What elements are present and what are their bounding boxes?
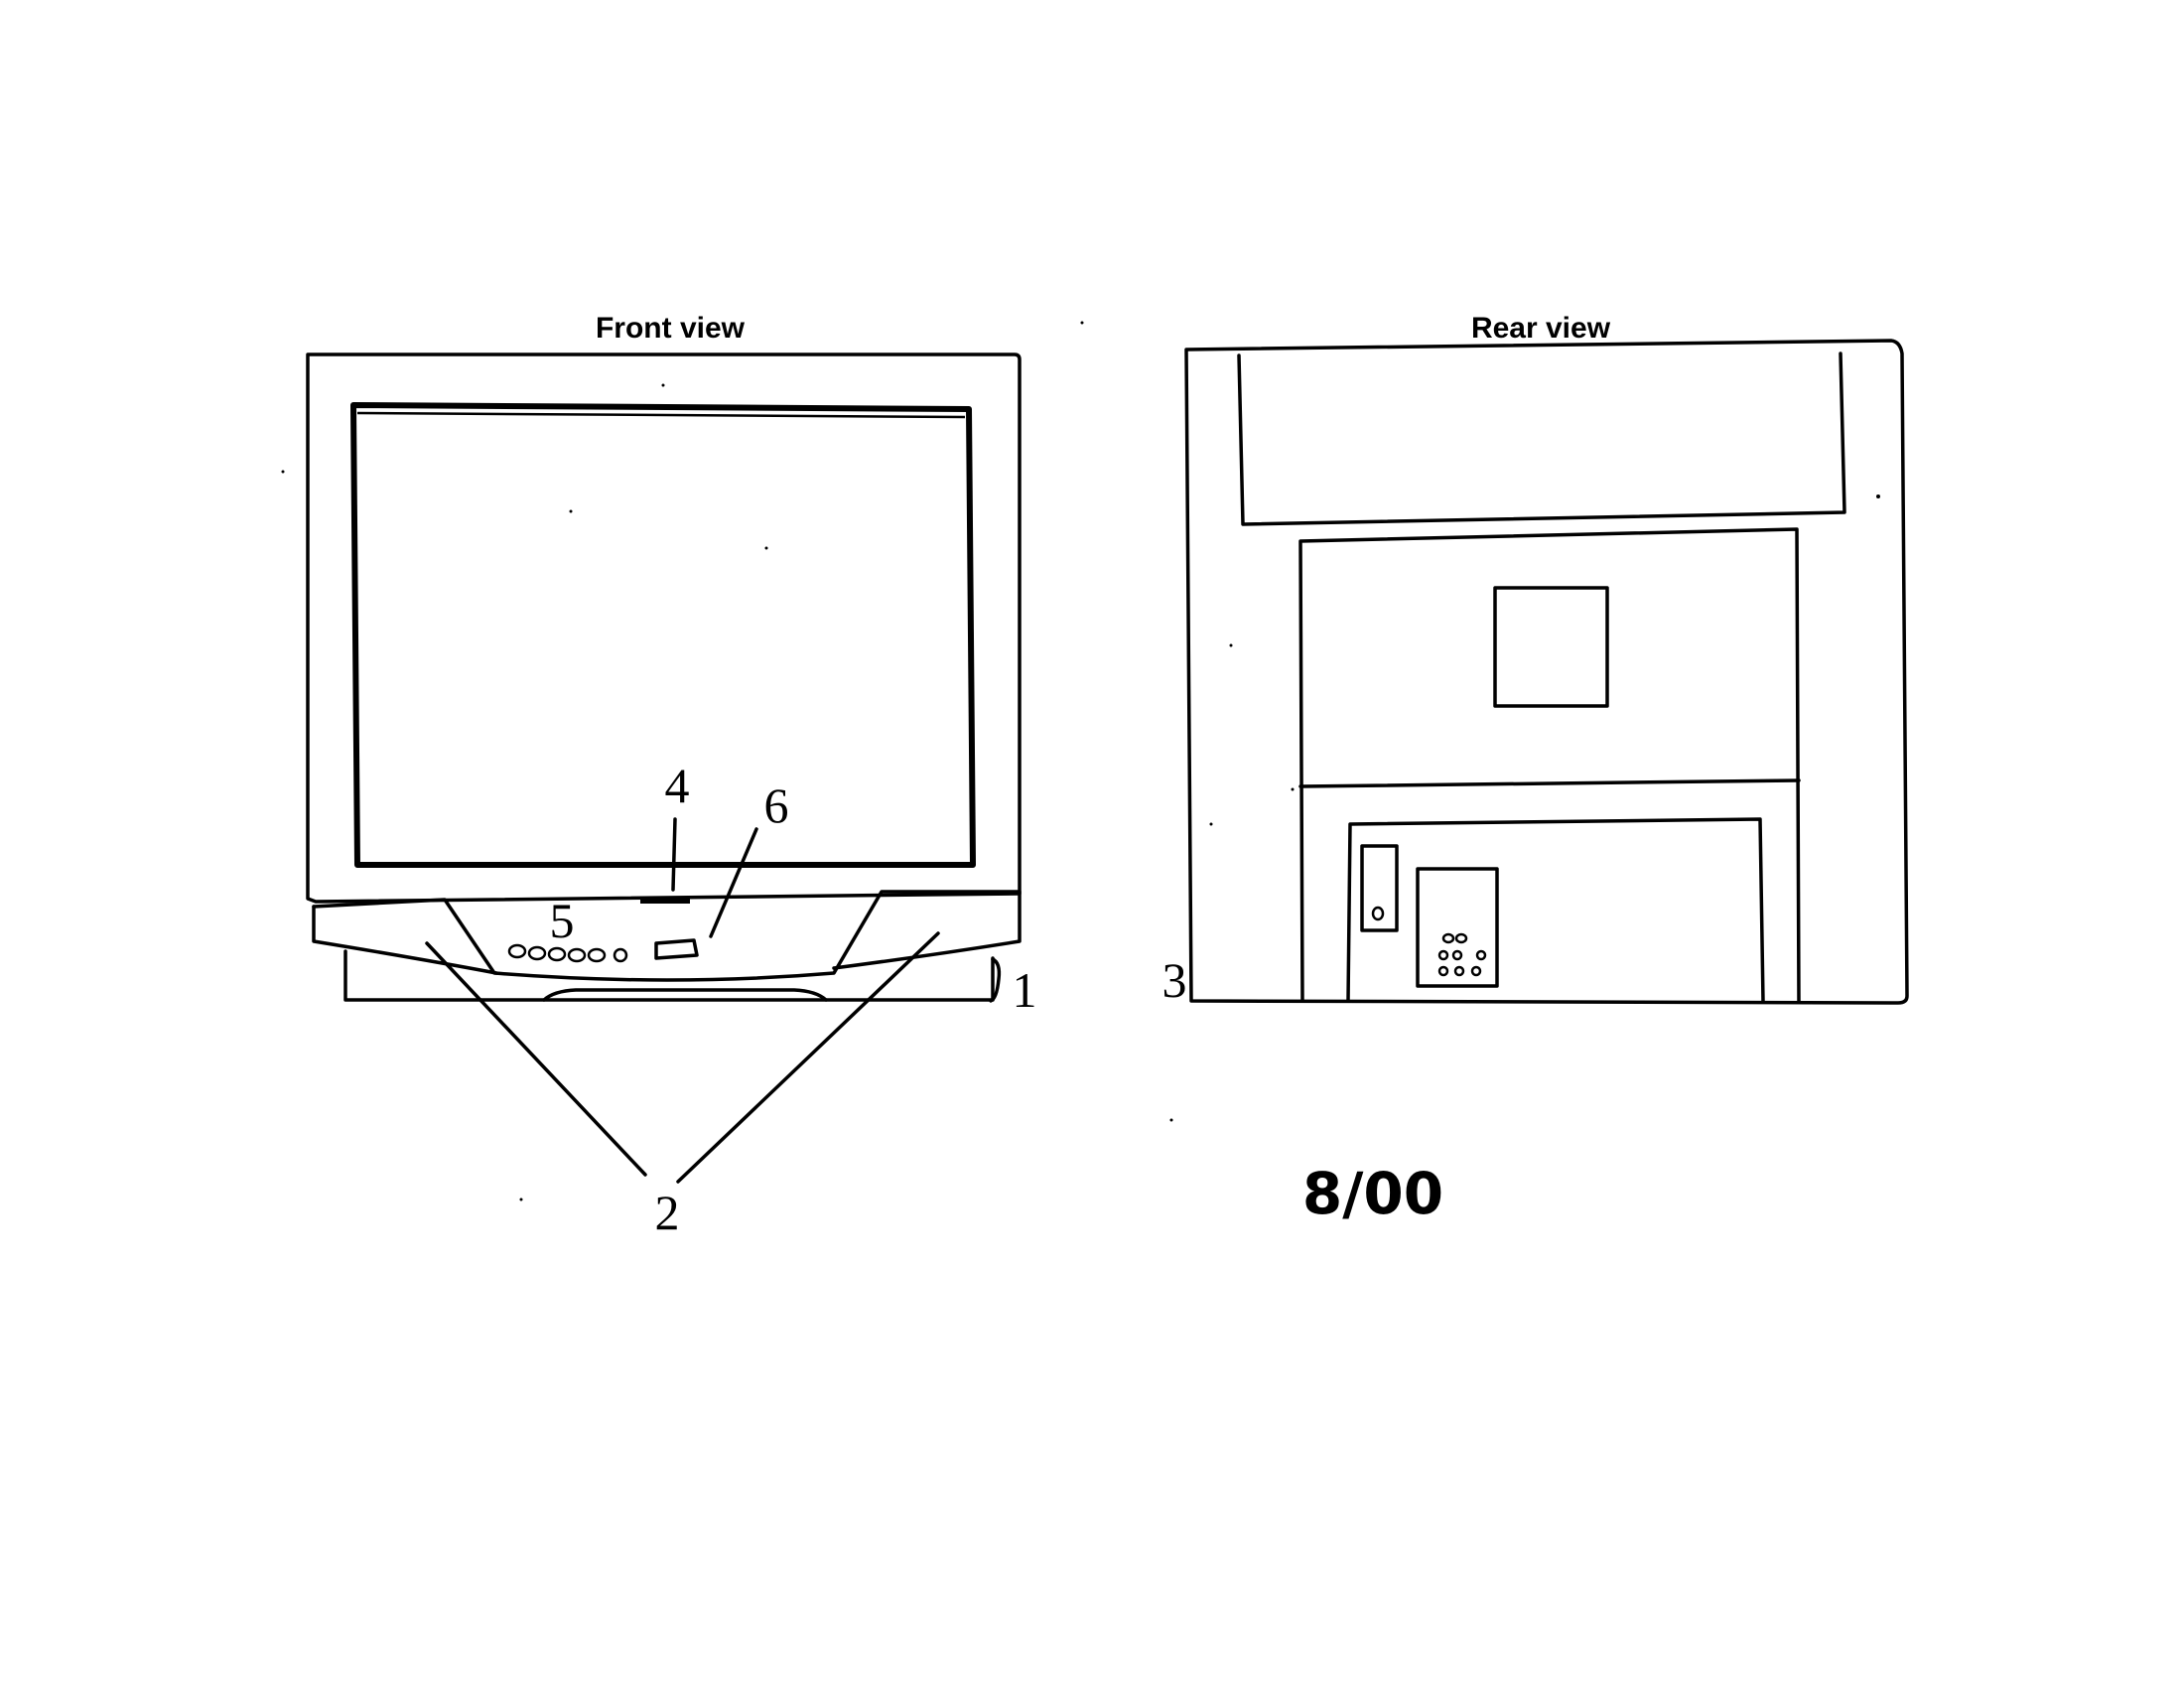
leader-line-2-left xyxy=(425,941,647,1177)
rear-view-heading: Rear view xyxy=(1471,312,1611,345)
rear-cabinet-outline xyxy=(1184,339,1909,1005)
rear-top-recess xyxy=(1237,352,1846,526)
scan-speckles xyxy=(281,321,1880,1201)
front-panel-left-bezel xyxy=(312,905,498,975)
front-base-front-lip xyxy=(542,988,828,1002)
remote-sensor-window xyxy=(654,938,699,960)
av-jack xyxy=(1470,965,1482,977)
rear-view: Rear view 3 xyxy=(1162,312,1909,1008)
callout-1: 1 xyxy=(1013,962,1037,1018)
control-button xyxy=(507,943,527,959)
leader-line-4 xyxy=(671,817,677,892)
rear-power-socket xyxy=(1371,906,1385,921)
callout-1-bracket xyxy=(989,957,1002,1003)
front-cabinet-outline xyxy=(306,352,1022,904)
av-jack xyxy=(1453,965,1465,977)
callout-5: 5 xyxy=(550,893,575,948)
rear-av-jacks xyxy=(1437,932,1487,977)
front-view: Front view 4 6 xyxy=(306,312,1037,1240)
rear-jack-panel xyxy=(1346,817,1765,1003)
leader-line-2-right xyxy=(676,931,940,1184)
av-jack xyxy=(1437,949,1449,961)
rear-av-jack-block xyxy=(1416,867,1499,988)
date-code: 8/00 xyxy=(1302,1160,1443,1227)
control-button xyxy=(567,947,587,963)
picture-tube-screen xyxy=(350,402,976,868)
front-control-panel xyxy=(312,890,1022,982)
av-jack xyxy=(1441,932,1455,944)
front-control-buttons xyxy=(507,943,628,963)
rear-power-connector xyxy=(1360,844,1399,932)
av-jack xyxy=(1437,965,1449,977)
callout-2: 2 xyxy=(655,1185,680,1240)
av-jack xyxy=(1451,949,1463,961)
front-base-stand xyxy=(343,949,995,1002)
control-button xyxy=(587,947,607,963)
control-button xyxy=(527,945,547,961)
rear-label-plate xyxy=(1493,586,1609,708)
callout-4: 4 xyxy=(665,758,690,813)
av-jack xyxy=(1475,949,1487,961)
rear-cover-divider xyxy=(1298,778,1801,788)
power-indicator xyxy=(640,897,690,904)
callout-3: 3 xyxy=(1162,952,1187,1008)
av-jack xyxy=(1454,932,1468,944)
leader-line-6 xyxy=(709,827,758,938)
callout-6: 6 xyxy=(764,777,789,833)
rear-back-cover xyxy=(1298,527,1801,1003)
control-button xyxy=(613,947,628,963)
front-view-heading: Front view xyxy=(596,312,746,345)
control-button xyxy=(547,946,567,962)
screen-top-edge xyxy=(356,411,966,419)
